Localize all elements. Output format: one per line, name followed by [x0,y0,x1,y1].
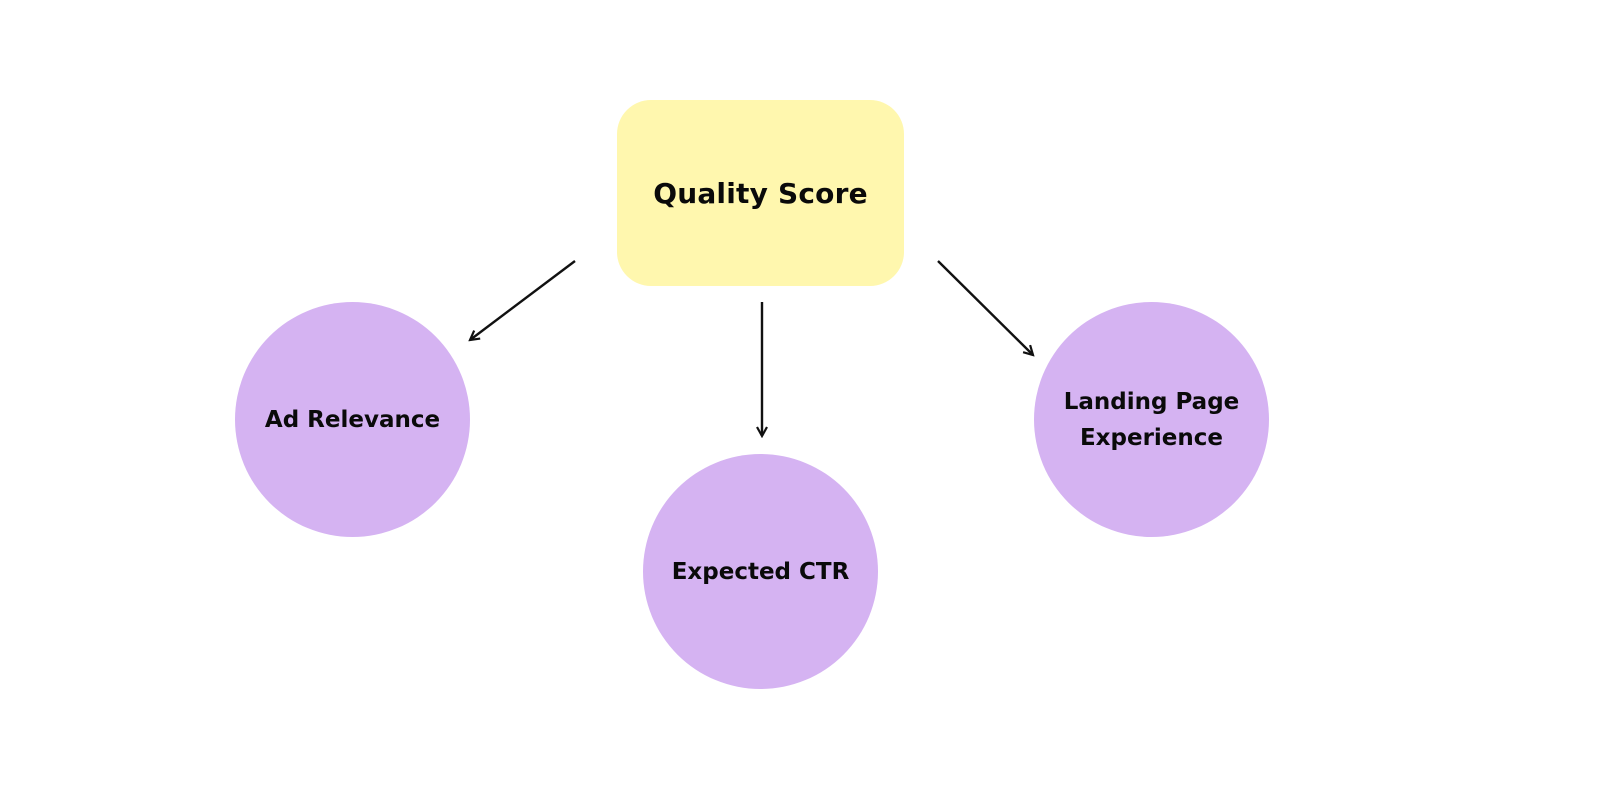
expected-ctr-label: Expected CTR [671,558,850,585]
quality-score-node: Quality Score [617,100,904,286]
ad-relevance-label: Ad Relevance [264,406,441,433]
landing-page-experience-label: Landing Page Experience [1063,388,1240,451]
ad-relevance-node: Ad Relevance [235,302,470,537]
landing-page-experience-node: Landing Page Experience [1034,302,1269,537]
edge-quality-score-to-landing-page-experience [937,260,1033,355]
quality-score-label: Quality Score [653,176,868,210]
expected-ctr-node: Expected CTR [643,454,878,689]
edge-quality-score-to-ad-relevance [470,260,576,340]
